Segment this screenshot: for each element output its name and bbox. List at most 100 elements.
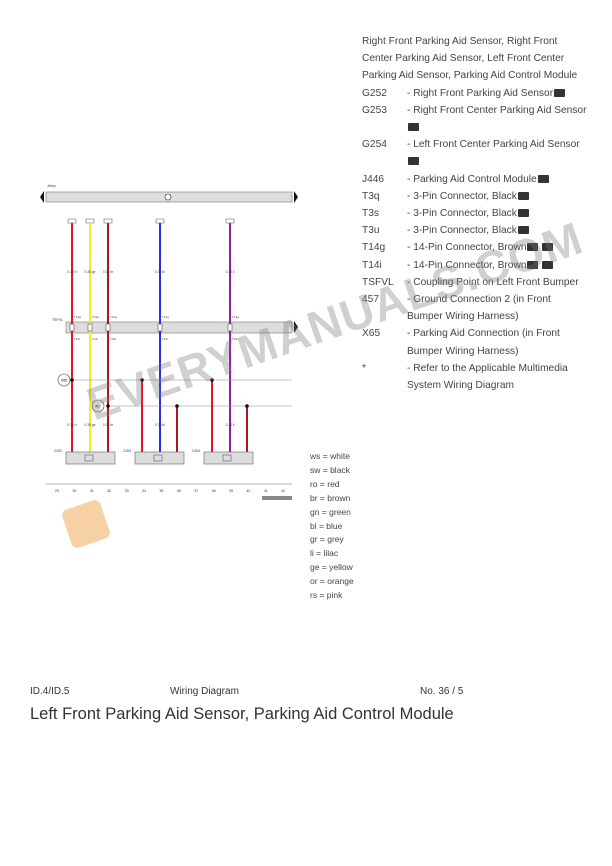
connector-label: T14g bbox=[110, 315, 117, 319]
legend-desc: - 3-Pin Connector, Black bbox=[407, 225, 517, 237]
wire-gauge: 0.35 li bbox=[226, 423, 235, 427]
sensor-icon bbox=[84, 454, 94, 462]
column-number: 37 bbox=[194, 489, 198, 493]
connector-label: T14i bbox=[162, 337, 168, 341]
camera-icon[interactable] bbox=[408, 123, 419, 132]
camera-icon[interactable] bbox=[527, 243, 539, 252]
footer-model: ID.4/ID.5 bbox=[30, 686, 70, 697]
color-key-item: sw = black bbox=[310, 464, 350, 475]
ground-457-symbol bbox=[91, 399, 105, 413]
ground-x65-symbol bbox=[57, 373, 71, 387]
camera-icon[interactable] bbox=[537, 174, 549, 183]
camera-icon[interactable] bbox=[517, 226, 529, 235]
column-number: 34 bbox=[142, 489, 146, 493]
color-key-item: br = brown bbox=[310, 492, 351, 503]
color-key-item: li = lilac bbox=[310, 548, 339, 559]
column-number: 39 bbox=[229, 489, 233, 493]
legend-code: X65 bbox=[362, 328, 381, 340]
legend-code: T3s bbox=[362, 208, 379, 220]
legend-heading: Right Front Parking Aid Sensor, Right Fr… bbox=[362, 36, 578, 82]
column-number: 31 bbox=[90, 489, 94, 493]
diagram-id-tag bbox=[262, 496, 292, 500]
wire-gauge: 0.35 rt bbox=[67, 270, 76, 274]
column-number: 33 bbox=[125, 489, 129, 493]
camera-icon[interactable] bbox=[517, 209, 529, 218]
column-number: 30 bbox=[72, 489, 76, 493]
sensor-box bbox=[65, 451, 116, 465]
junction-dot bbox=[245, 404, 249, 408]
connector-label: T14i bbox=[92, 337, 98, 341]
legend-desc: - Coupling Point on Left Front Bumper bbox=[407, 276, 579, 288]
sensor-label: G253 bbox=[123, 449, 131, 453]
connector-label: T14g bbox=[92, 315, 99, 319]
sensor-icon bbox=[222, 454, 232, 462]
camera-icon[interactable] bbox=[527, 260, 539, 269]
camera-icon[interactable] bbox=[542, 260, 554, 269]
left-arrow-icon bbox=[40, 191, 44, 203]
wire-terminal bbox=[85, 218, 95, 224]
junction-dot bbox=[210, 378, 214, 382]
connector-label: T14i bbox=[74, 337, 80, 341]
color-key-item: gr = grey bbox=[310, 534, 344, 545]
connector-label: T14i bbox=[110, 337, 116, 341]
legend-code: G253 bbox=[362, 104, 387, 116]
wire-terminal bbox=[225, 218, 235, 224]
legend-desc: - Refer to the Applicable Multimedia Sys… bbox=[407, 362, 568, 392]
wire-terminal bbox=[103, 218, 113, 224]
camera-icon[interactable] bbox=[517, 191, 529, 200]
junction-dot bbox=[175, 404, 179, 408]
sensor-box bbox=[203, 451, 254, 465]
wire-gauge: 0.35 bl bbox=[155, 423, 165, 427]
column-number: 38 bbox=[212, 489, 216, 493]
page-title: Left Front Parking Aid Sensor, Parking A… bbox=[30, 705, 454, 723]
legend-code: G254 bbox=[362, 139, 387, 151]
color-key-item: or = orange bbox=[310, 576, 354, 587]
sensor-label: G252 bbox=[54, 449, 62, 453]
legend-code: * bbox=[362, 362, 366, 374]
legend-item: T3q - 3-Pin Connector, Black bbox=[362, 188, 587, 205]
right-arrow-icon bbox=[294, 321, 298, 333]
wire-gauge: 0.35 rt bbox=[67, 423, 76, 427]
sensor-icon bbox=[153, 454, 163, 462]
bus-marker-icon bbox=[164, 193, 172, 201]
legend-desc: - Parking Aid Control Module bbox=[407, 173, 537, 185]
connector-label: T14i bbox=[232, 337, 238, 341]
connector-pin bbox=[157, 323, 163, 332]
component-legend: Right Front Parking Aid Sensor, Right Fr… bbox=[362, 33, 587, 394]
camera-icon[interactable] bbox=[408, 157, 419, 166]
wire-terminal bbox=[67, 218, 77, 224]
wire-gauge: 0.35 br bbox=[103, 423, 114, 427]
legend-item: X65- Parking Aid Connection (in Front Bu… bbox=[362, 325, 587, 359]
color-key-item: ws = white bbox=[310, 451, 350, 461]
footer-type: Wiring Diagram bbox=[170, 686, 239, 697]
legend-code: 457 bbox=[362, 294, 379, 306]
legend-desc: - 3-Pin Connector, Black bbox=[407, 190, 517, 202]
legend-code: J446 bbox=[362, 173, 385, 185]
color-key-item: ge = yellow bbox=[310, 562, 353, 573]
top-label: Jeep bbox=[47, 183, 56, 188]
legend-item: T3s- 3-Pin Connector, Black bbox=[362, 205, 587, 222]
legend-item: G253- Right Front Center Parking Aid Sen… bbox=[362, 102, 587, 136]
legend-item: * - Refer to the Applicable Multimedia Sy… bbox=[362, 360, 587, 394]
legend-item: 457- Ground Connection 2 (in Front Bumpe… bbox=[362, 291, 587, 325]
legend-desc: - Left Front Center Parking Aid Sensor bbox=[407, 139, 580, 151]
connector-pin bbox=[105, 323, 111, 332]
junction-dot bbox=[106, 404, 110, 408]
camera-icon[interactable] bbox=[554, 88, 566, 97]
ground-label: X65 bbox=[61, 379, 67, 383]
coupling-label: TSFVL bbox=[52, 318, 63, 322]
camera-icon[interactable] bbox=[542, 243, 554, 252]
sensor-label: G254 bbox=[192, 449, 200, 453]
connector-label: T14g bbox=[162, 315, 169, 319]
column-number: 32 bbox=[107, 489, 111, 493]
wire-gauge: 0.35 br bbox=[103, 270, 114, 274]
right-arrow-icon bbox=[294, 191, 298, 203]
legend-item: T3u - 3-Pin Connector, Black bbox=[362, 222, 587, 239]
legend-item: G252- Right Front Parking Aid Sensor bbox=[362, 85, 587, 102]
legend-code: T3q bbox=[362, 190, 380, 202]
legend-item: T14i- 14-Pin Connector, Brown bbox=[362, 257, 587, 274]
legend-item: T14g- 14-Pin Connector, Brown bbox=[362, 239, 587, 256]
legend-code: T3u bbox=[362, 225, 380, 237]
